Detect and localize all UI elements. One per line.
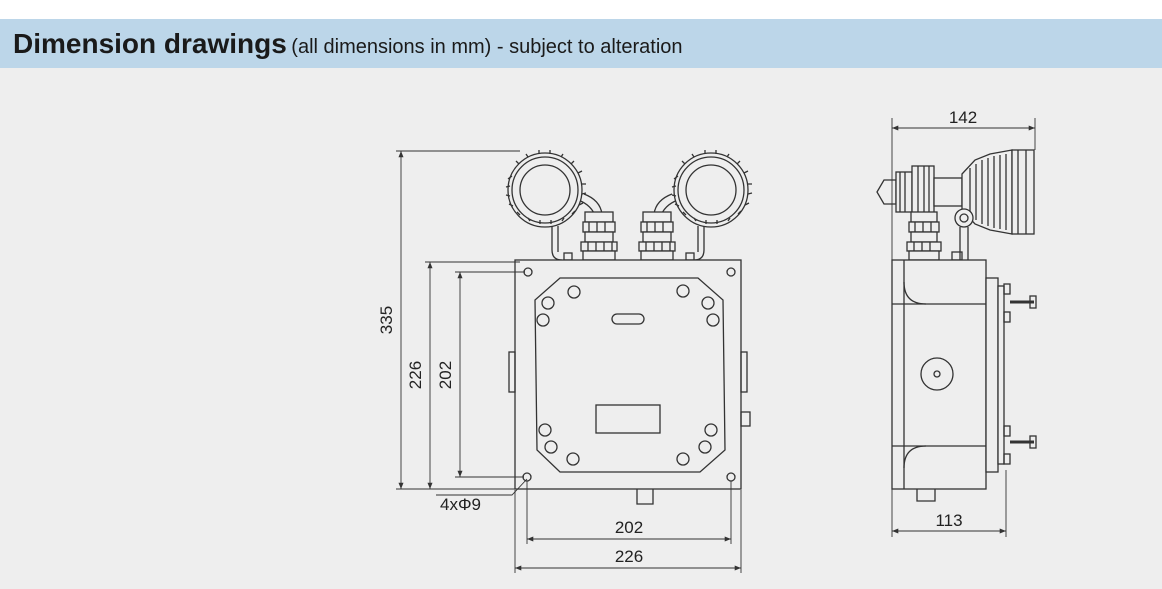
- side-extension-lines: [891, 118, 1036, 537]
- front-dimension-lines: [398, 151, 741, 571]
- left-lamp-head: [505, 150, 587, 228]
- side-view: [876, 118, 1037, 537]
- dim-hole-spacing-vertical-label: 202: [436, 361, 455, 389]
- cable-gland-left: [580, 211, 618, 261]
- drawing-panel: 335 226 202 202 226 4xΦ9: [0, 68, 1162, 589]
- enclosure-body: [508, 259, 751, 505]
- header-band: Dimension drawings (all dimensions in mm…: [0, 19, 1162, 68]
- right-lamp-head: [671, 150, 753, 228]
- dimension-drawing: 335 226 202 202 226 4xΦ9: [377, 108, 1037, 573]
- dim-hole-spacing-horizontal-label: 202: [615, 518, 643, 537]
- dim-depth-top-label: 142: [949, 108, 977, 127]
- side-cable-gland: [906, 211, 963, 261]
- dim-body-height-label: 226: [406, 361, 425, 389]
- title-subtitle: (all dimensions in mm) - subject to alte…: [291, 36, 683, 58]
- page-title: Dimension drawings (all dimensions in mm…: [13, 21, 683, 66]
- front-view: [396, 150, 753, 573]
- mounting-holes-label: 4xΦ9: [440, 495, 481, 514]
- title-main: Dimension drawings: [13, 28, 287, 59]
- dim-body-width-label: 226: [615, 547, 643, 566]
- cable-gland-right: [638, 211, 676, 261]
- side-enclosure-body: [891, 259, 1037, 502]
- dim-depth-bottom-label: 113: [935, 511, 962, 530]
- dim-overall-height-label: 335: [377, 306, 396, 334]
- side-dimension-lines: [892, 125, 1035, 534]
- side-lamp-head: [876, 149, 1035, 260]
- front-extension-lines: [396, 150, 742, 573]
